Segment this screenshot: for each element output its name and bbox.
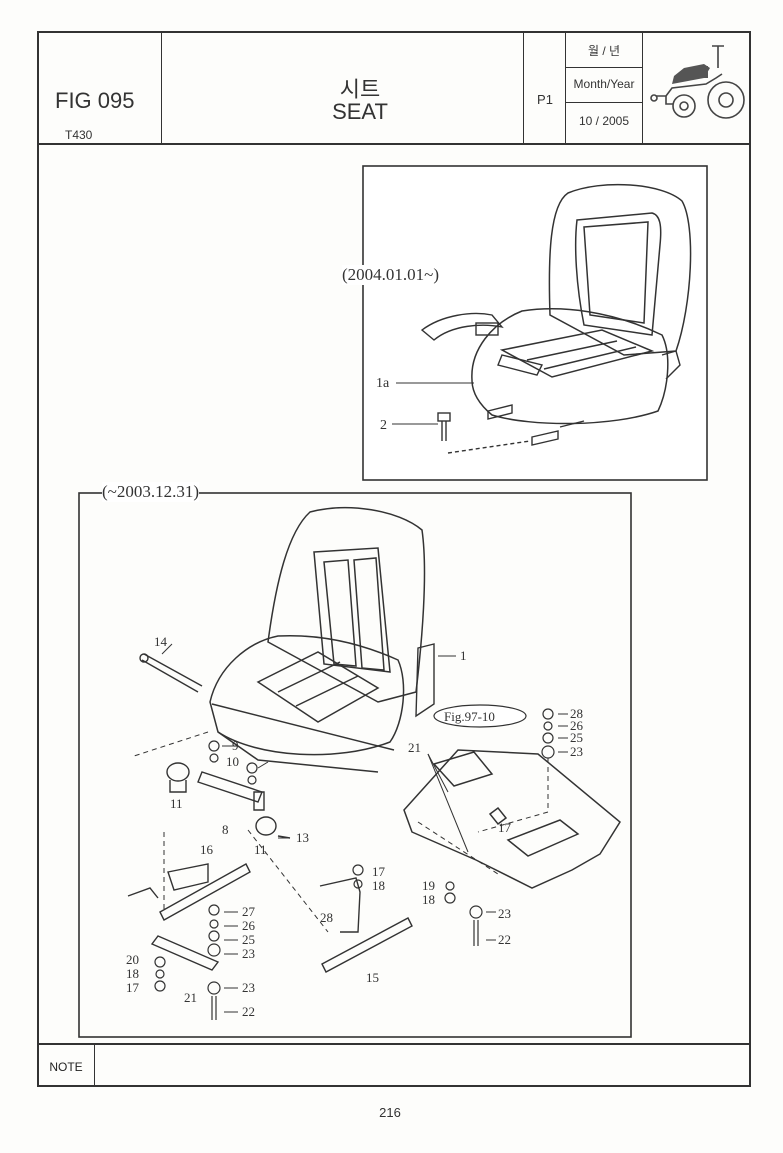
date-label-english: Month/Year (573, 77, 635, 91)
date-row-divider-2 (566, 102, 642, 103)
note-col-divider (94, 1044, 95, 1086)
title-english: SEAT (332, 99, 388, 124)
callout-17-right: 18 (422, 892, 435, 907)
callout-21: 21 (408, 740, 421, 755)
tractor-icon (650, 45, 745, 119)
callout-22-right: 22 (498, 932, 511, 947)
seat-diagram-lower: 14 1 9 10 11 8 11 13 16 21 17 28 26 25 2… (78, 492, 632, 1038)
callout-17-mid: 17 (372, 864, 386, 879)
fig-reference-label: Fig.97-10 (444, 709, 495, 724)
callout-16: 17 (498, 820, 512, 835)
callout-14: 15 (366, 970, 379, 985)
page-number: 216 (379, 1105, 401, 1120)
model-code: T430 (65, 128, 93, 142)
callout-12: 14 (154, 634, 168, 649)
callout-2: 2 (380, 418, 387, 433)
upper-inset-date-label: (2004.01.01~) (342, 265, 440, 285)
callout-19: 20 (126, 952, 139, 967)
callout-9: 9 (232, 738, 239, 753)
callout-22-left: 22 (242, 1004, 255, 1019)
callout-24-right: 25 (570, 730, 583, 745)
callout-18-mid: 18 (372, 878, 385, 893)
callout-20: 21 (184, 990, 197, 1005)
header-col-divider-3 (565, 31, 566, 144)
seat-diagram-upper: 1a 2 (2004.01.01~) (362, 165, 708, 481)
fig-reference-bubble (433, 704, 527, 728)
callout-23-bottom: 23 (242, 980, 255, 995)
page-code: P1 (537, 92, 553, 107)
callout-23-right: 23 (570, 744, 583, 759)
note-label: NOTE (49, 1060, 83, 1074)
fig-number: FIG 095 (55, 88, 135, 113)
note-divider (37, 1043, 751, 1045)
callout-11-left: 11 (170, 796, 183, 811)
callout-8: 8 (222, 822, 229, 837)
callout-13: 13 (296, 830, 309, 845)
header-col-divider-4 (642, 31, 643, 144)
callout-25-left: 26 (242, 918, 256, 933)
title-korean: 시트 (339, 77, 381, 102)
callout-18-left: 18 (126, 966, 139, 981)
callout-10: 10 (226, 754, 239, 769)
parts-page-frame (37, 31, 751, 1087)
header-col-divider-1 (161, 31, 162, 144)
callout-1: 1 (460, 648, 467, 663)
header-col-divider-2 (523, 31, 524, 144)
callout-27: 28 (320, 910, 333, 925)
callout-24-left: 25 (242, 932, 255, 947)
callout-1a: 1a (376, 376, 390, 391)
callout-18-right: 19 (422, 878, 435, 893)
callout-26-left: 27 (242, 904, 256, 919)
callout-23-far: 23 (498, 906, 511, 921)
header-divider (37, 143, 751, 145)
date-value: 10 / 2005 (578, 114, 630, 128)
callout-23-left: 23 (242, 946, 255, 961)
callout-15: 16 (200, 842, 214, 857)
callout-17-left: 17 (126, 980, 140, 995)
callout-25-right: 26 (570, 718, 584, 733)
callout-26-right: 28 (570, 706, 583, 721)
lower-inset-date-label: (~2003.12.31) (102, 482, 200, 502)
date-row-divider-1 (566, 67, 642, 68)
callout-11-right: 11 (254, 842, 267, 857)
date-label-korean: 월 / 년 (587, 44, 621, 58)
